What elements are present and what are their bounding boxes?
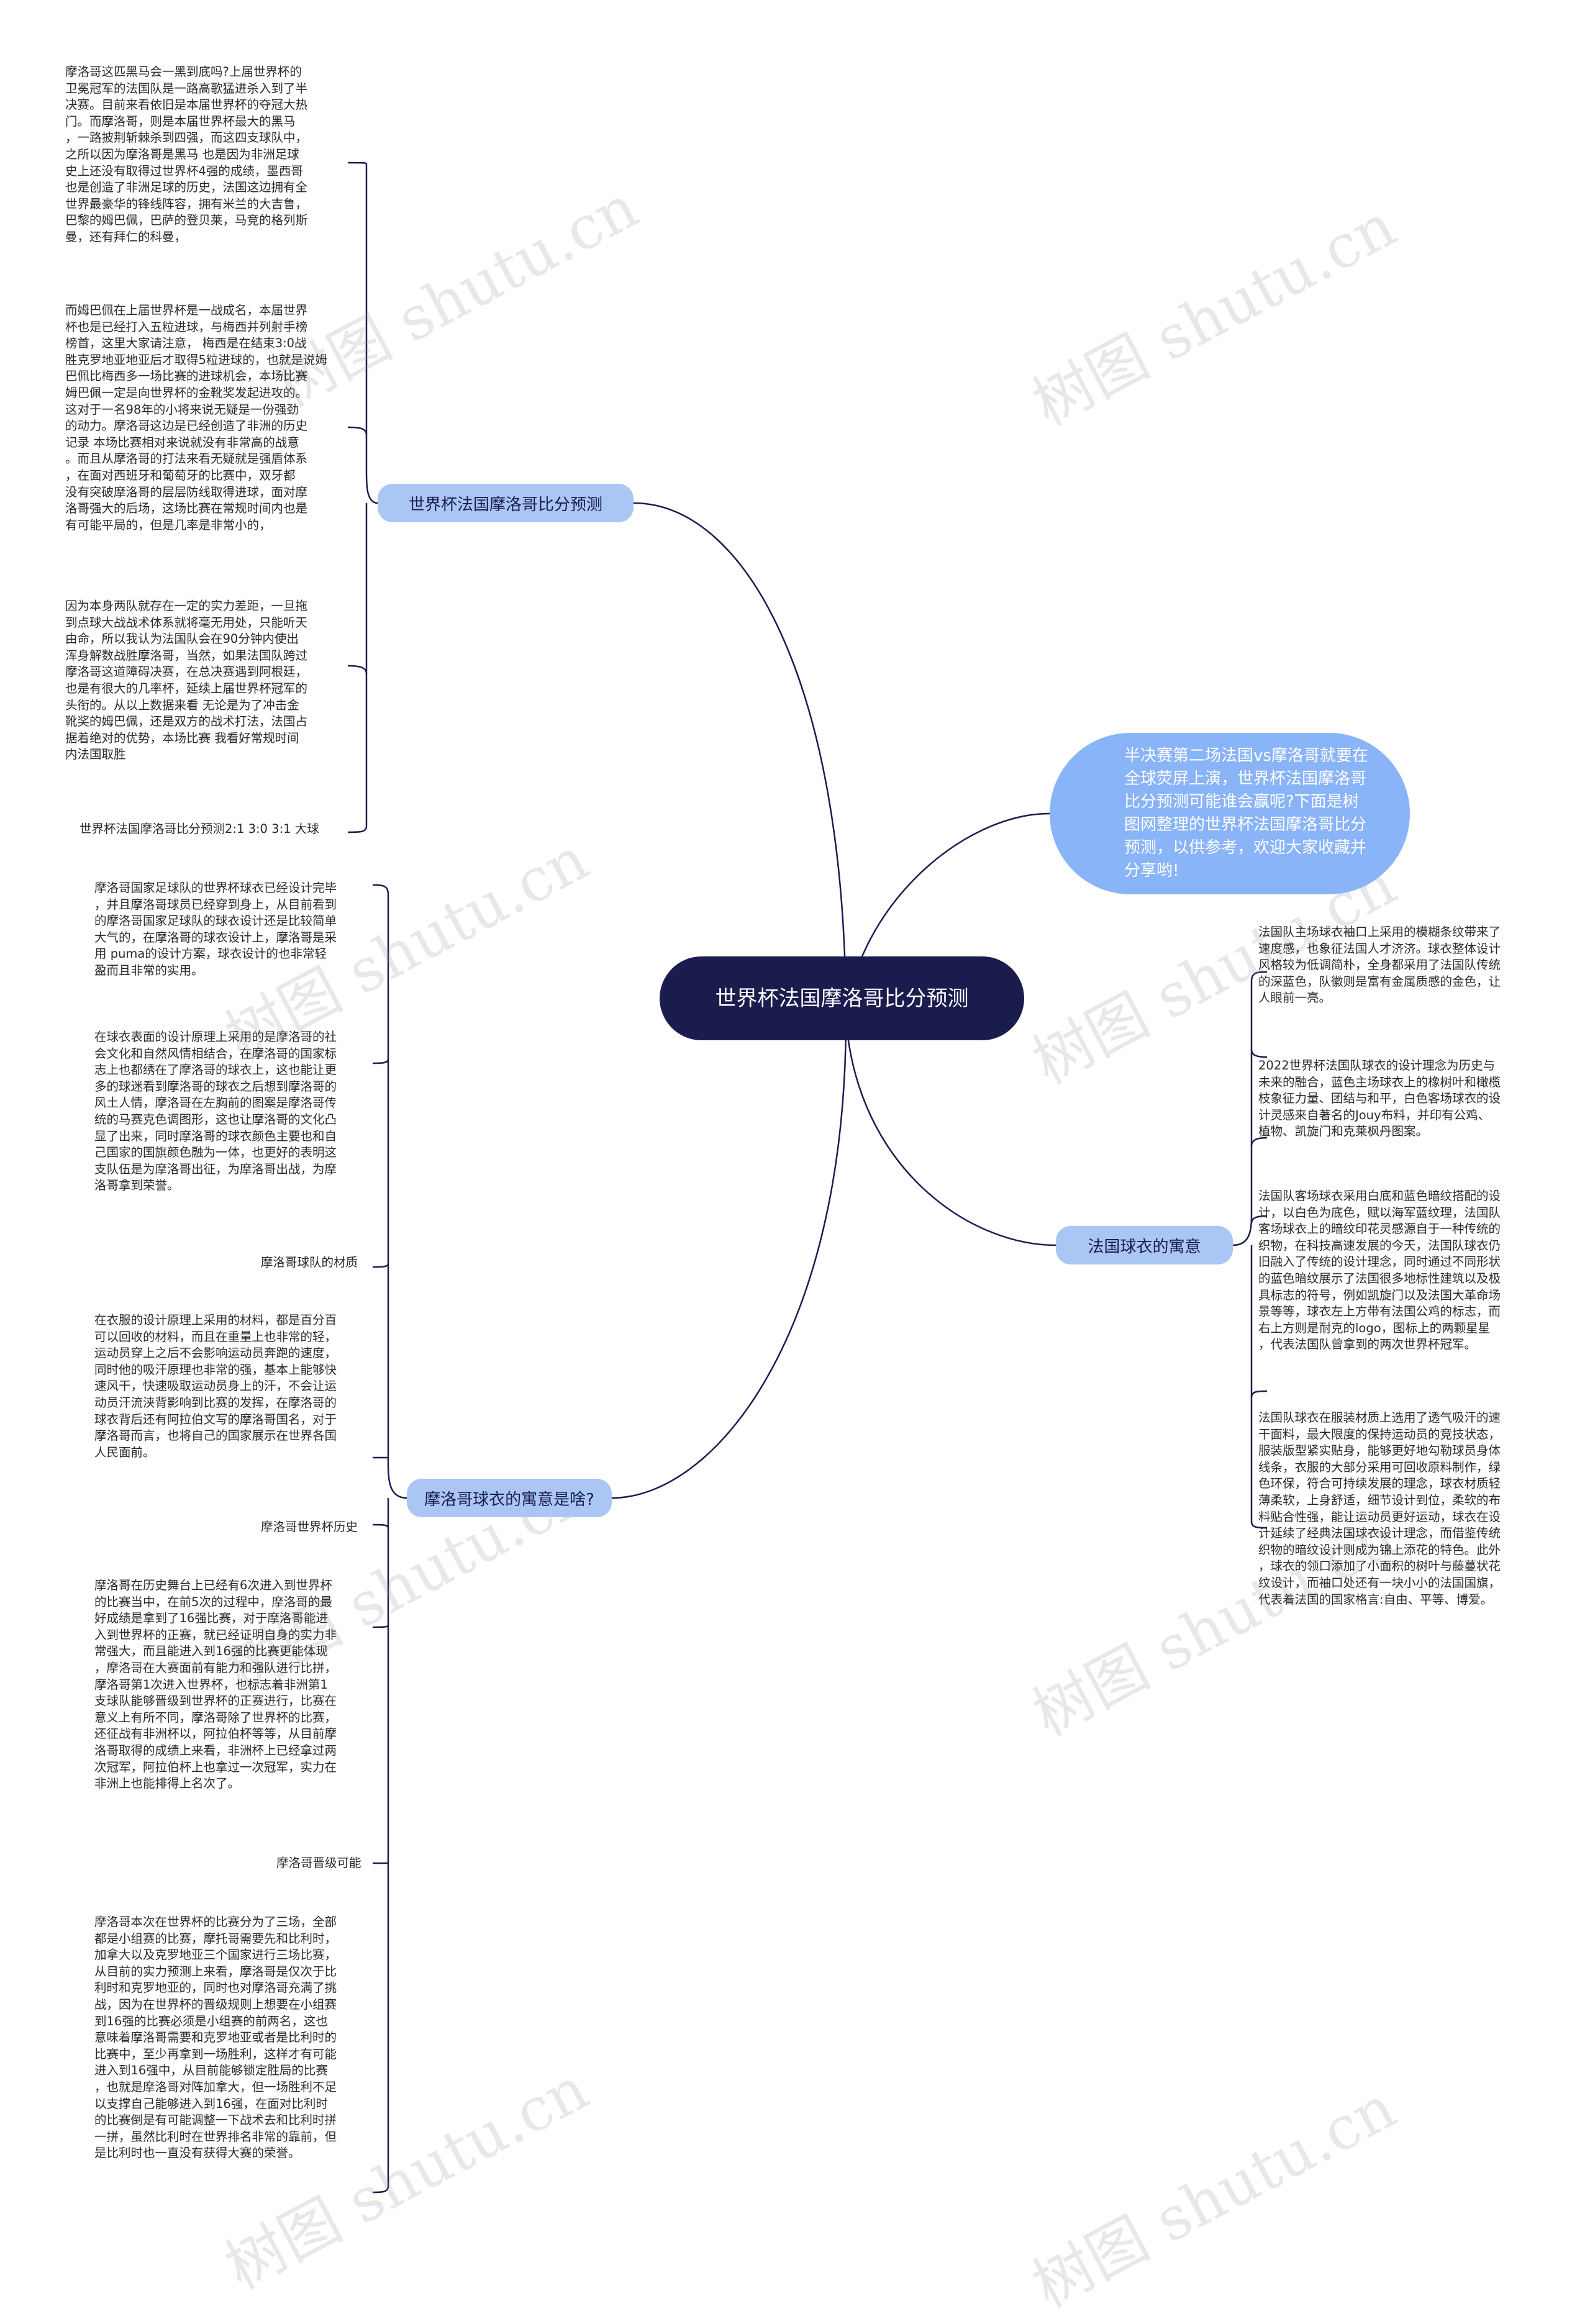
branch-france-jersey[interactable]: 法国球衣的寓意 (1056, 1226, 1233, 1264)
link-branch2-bracket (372, 884, 407, 1499)
link-branch3-bracket (1232, 971, 1268, 1246)
link-central-branch1 (633, 502, 847, 1019)
morocco-jersey-paragraph: 摩洛哥在历史舞台上已经有6次进入到世界杯 的比赛当中，在前5次的过程中，摩洛哥的… (94, 1578, 337, 1791)
france-jersey-paragraph: 法国队球衣在服装材质上选用了透气吸汗的速 干面料，最大限度的保持运动员的竞技状态… (1258, 1410, 1501, 1607)
prediction-score: 世界杯法国摩洛哥比分预测2:1 3:0 3:1 大球 (80, 822, 319, 836)
prediction-paragraph: 因为本身两队就存在一定的实力差距，一旦拖 到点球大战战术体系就将毫无用处，只能听… (65, 599, 308, 762)
branch-morocco-jersey[interactable]: 摩洛哥球衣的寓意是啥? (407, 1479, 612, 1517)
prediction-paragraph: 摩洛哥这匹黑马会一黑到底吗?上届世界杯的 卫冕冠军的法国队是一路高歌猛进杀入到了… (65, 65, 308, 244)
morocco-jersey-paragraph: 在衣服的设计原理上采用的材料，都是百分百 可以回收的材料，而且在重量上也非常的轻… (94, 1313, 337, 1459)
prediction-paragraph: 而姆巴佩在上届世界杯是一战成名，本届世界 杯也是已经打入五粒进球，与梅西并列射手… (65, 303, 327, 532)
morocco-jersey-paragraph: 摩洛哥国家足球队的世界杯球衣已经设计完毕 ，并且摩洛哥球员已经穿到身上，从目前看… (94, 881, 337, 978)
intro-text: 半决赛第二场法国vs摩洛哥就要在全球荧屏上演，世界杯法国摩洛哥比分预测可能谁会赢… (1124, 747, 1368, 880)
france-jersey-paragraph: 2022世界杯法国队球衣的设计理念为历史与 未来的融合，蓝色主场球衣上的橡树叶和… (1258, 1058, 1501, 1139)
morocco-history-label: 摩洛哥世界杯历史 (261, 1520, 358, 1534)
morocco-jersey-paragraph: 在球衣表面的设计原理上采用的是摩洛哥的社 会文化和自然风情相结合，在摩洛哥的国家… (94, 1030, 337, 1193)
link-branch1-bracket (347, 161, 378, 504)
link-central-branch3 (845, 1018, 1056, 1246)
mindmap-links (347, 161, 1268, 2194)
central-topic[interactable]: 世界杯法国摩洛哥比分预测 (660, 956, 1024, 1040)
france-jersey-paragraph: 法国队主场球衣袖口上采用的模糊条纹带来了 速度感，也象征法国人才济济。球衣整体设… (1258, 925, 1501, 1005)
morocco-jersey-paragraph: 摩洛哥本次在世界杯的比赛分为了三场，全部 都是小组赛的比赛，摩托哥需要先和比利时… (94, 1915, 337, 2161)
france-jersey-paragraph: 法国队客场球衣采用白底和蓝色暗纹搭配的设 计，以白色为底色，赋以海军蓝纹理，法国… (1258, 1189, 1501, 1352)
branch-prediction[interactable]: 世界杯法国摩洛哥比分预测 (378, 484, 634, 522)
morocco-material-label: 摩洛哥球队的材质 (261, 1255, 358, 1269)
intro-bubble[interactable]: 半决赛第二场法国vs摩洛哥就要在全球荧屏上演，世界杯法国摩洛哥比分预测可能谁会赢… (1050, 733, 1410, 894)
link-central-branch2 (611, 1018, 847, 1499)
morocco-qualify-label: 摩洛哥晋级可能 (276, 1856, 361, 1870)
